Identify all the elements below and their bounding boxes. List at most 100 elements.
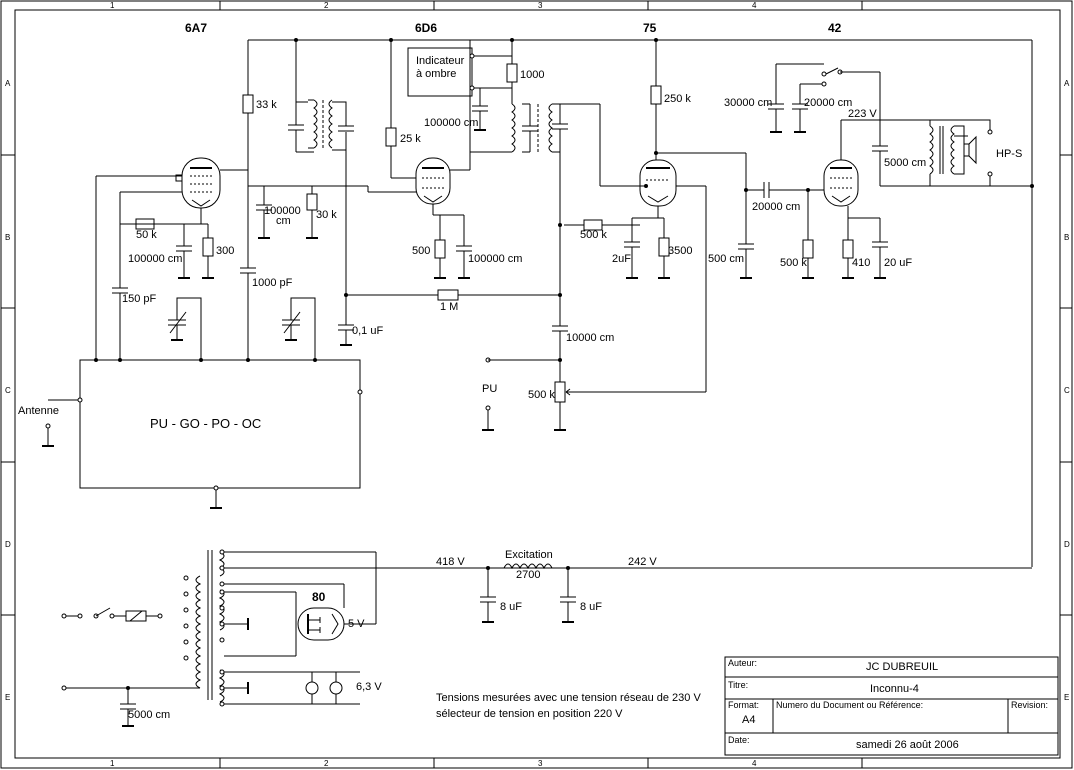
label-c-30000cm: 30000 cm <box>724 97 772 109</box>
rectifier-80-envelope <box>297 607 345 641</box>
ht-rail <box>248 38 1033 567</box>
title-block-date: samedi 26 août 2006 <box>856 739 959 751</box>
label-c-5000cm-output: 5000 cm <box>884 157 926 169</box>
resistor-30k <box>306 193 318 211</box>
tube-label-42: 42 <box>828 21 842 35</box>
pilot-lamp-1 <box>305 681 319 695</box>
pu-label: PU <box>482 383 497 395</box>
tube-42-envelope <box>823 159 859 207</box>
variable-capacitor-osc <box>176 297 202 360</box>
resistor-500 <box>434 239 446 259</box>
row-label-right-b: B <box>1064 233 1069 242</box>
title-block: Auteur: JC DUBREUIL Titre: Inconnu-4 For… <box>724 656 1059 756</box>
output-transformer-primary <box>929 125 934 175</box>
title-block-title-label: Titre: <box>728 680 748 690</box>
label-c-8uf-input: 8 uF <box>500 601 522 613</box>
label-c-1000pf: 1000 pF <box>252 277 293 289</box>
tube-6d6-envelope <box>415 157 451 205</box>
mains-transformer-primary <box>195 575 202 689</box>
label-c-100000cm-cathode: 100000 cm <box>128 253 182 265</box>
label-r-500: 500 <box>412 245 430 257</box>
note-line-2: sélecteur de tension en position 220 V <box>436 708 623 720</box>
col-label-bottom-2: 2 <box>324 759 329 768</box>
label-c-150pf: 150 pF <box>122 293 157 305</box>
title-block-format-label: Format: <box>728 700 759 710</box>
resistor-500k-output-grid <box>802 239 814 259</box>
label-c-0-1uf: 0,1 uF <box>352 325 383 337</box>
if-transformer-2-primary <box>511 103 516 153</box>
tube-label-75: 75 <box>643 21 657 35</box>
label-v-6-3: 6,3 V <box>356 681 382 693</box>
grid-labels: 1 2 3 4 1 2 3 4 A B C D E A B C D E <box>5 1 1070 768</box>
power-supply: 418 V 242 V 80 5 V 6,3 V <box>61 549 1032 727</box>
title-block-date-label: Date: <box>728 735 750 745</box>
label-v-418: 418 V <box>436 556 465 568</box>
speaker-icon <box>963 143 970 157</box>
band-switch: PU - GO - PO - OC Antenne <box>18 358 363 509</box>
row-label-right-d: D <box>1064 540 1070 549</box>
stage-75: 250 k 500 k 2uF 3500 10000 cm 500 k <box>482 40 754 431</box>
resistor-25k <box>385 127 397 147</box>
label-c-5000cm-mains: 5000 cm <box>128 709 170 721</box>
field-coil <box>503 563 553 570</box>
label-c-20uf: 20 uF <box>884 257 912 269</box>
tube-75-envelope <box>639 159 677 207</box>
resistor-1m <box>437 289 459 301</box>
label-c-100000cm-screen-line2: cm <box>276 215 291 227</box>
ht-secondary <box>218 551 225 577</box>
field-coil-label: Excitation <box>505 549 553 561</box>
col-label-top-2: 2 <box>324 1 329 10</box>
col-label-bottom-4: 4 <box>752 759 757 768</box>
label-c-500cm: 500 cm <box>708 253 744 265</box>
label-r-500k-volume: 500 k <box>528 389 555 401</box>
label-c-100000cm-screen-line1: 100000 <box>264 205 301 217</box>
label-v-5: 5 V <box>348 618 365 630</box>
col-label-top-1: 1 <box>110 1 115 10</box>
row-label-left-d: D <box>5 540 11 549</box>
label-v-223: 223 V <box>848 108 877 120</box>
label-r-300: 300 <box>216 245 234 257</box>
label-v-242: 242 V <box>628 556 657 568</box>
band-switch-label: PU - GO - PO - OC <box>150 416 261 431</box>
if-transformer-1-secondary <box>328 99 333 149</box>
tuning-indicator-box <box>407 47 473 97</box>
resistor-250k <box>650 85 662 105</box>
row-label-left-a: A <box>5 79 11 88</box>
row-label-left-e: E <box>5 693 10 702</box>
speaker-label: HP-S <box>996 148 1022 160</box>
tube-label-6a7: 6A7 <box>185 21 207 35</box>
row-label-left-c: C <box>5 386 11 395</box>
variable-capacitor-rf <box>290 297 316 360</box>
agc-line: 1 M 0,1 uF <box>338 289 560 346</box>
if-transformer-2-secondary <box>548 103 553 153</box>
title-block-docnum-label: Numero du Document ou Référence: <box>776 700 923 710</box>
resistor-1000 <box>506 63 518 83</box>
col-label-top-3: 3 <box>538 1 543 10</box>
pilot-lamp-2 <box>329 681 343 695</box>
label-r-500k-output: 500 k <box>780 257 807 269</box>
resistor-300 <box>202 237 214 257</box>
heater-secondary <box>218 669 225 703</box>
resistor-50k <box>135 218 155 230</box>
mains-switch <box>95 607 111 617</box>
label-c-100000cm-indicator: 100000 cm <box>424 117 478 129</box>
label-r-1m: 1 M <box>440 301 458 313</box>
row-label-right-a: A <box>1064 79 1070 88</box>
label-c-10000cm: 10000 cm <box>566 332 614 344</box>
note-line-1: Tensions mesurées avec une tension résea… <box>436 692 701 704</box>
col-label-bottom-1: 1 <box>110 759 115 768</box>
title-block-author: JC DUBREUIL <box>866 661 938 673</box>
title-block-title: Inconnu-4 <box>870 683 919 695</box>
tube-label-80: 80 <box>312 590 326 604</box>
label-r-500k-grid: 500 k <box>580 229 607 241</box>
indicator-label-line1: Indicateur <box>416 55 465 67</box>
row-label-left-b: B <box>5 233 10 242</box>
row-label-right-c: C <box>1064 386 1070 395</box>
antenna-label: Antenne <box>18 405 59 417</box>
label-r-250k: 250 k <box>664 93 691 105</box>
label-r-50k: 50 k <box>136 229 157 241</box>
